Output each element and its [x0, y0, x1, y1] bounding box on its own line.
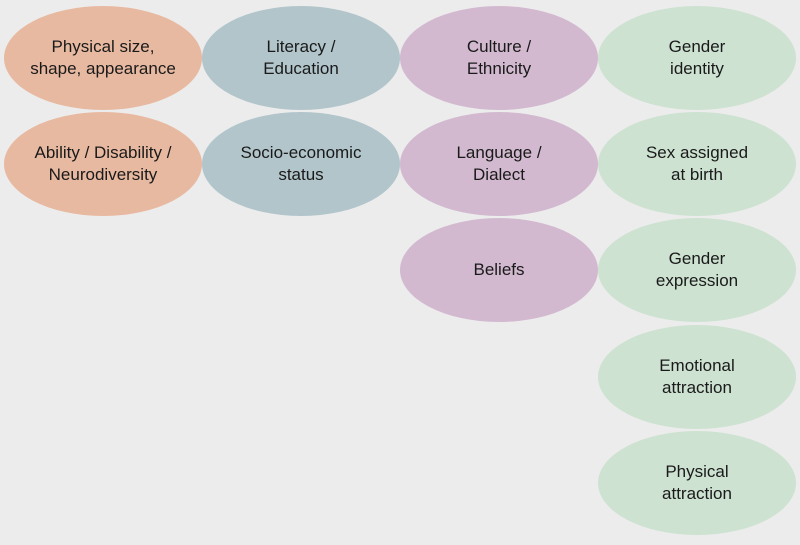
gender-identity-node: Gender identity	[598, 6, 796, 110]
ability-disability-node: Ability / Disability / Neurodiversity	[4, 112, 202, 216]
language-dialect-node: Language / Dialect	[400, 112, 598, 216]
gender-expression-node: Gender expression	[598, 218, 796, 322]
beliefs-node: Beliefs	[400, 218, 598, 322]
physical-appearance-node: Physical size, shape, appearance	[4, 6, 202, 110]
literacy-education-node: Literacy / Education	[202, 6, 400, 110]
physical-attraction-node: Physical attraction	[598, 431, 796, 535]
culture-ethnicity-node: Culture / Ethnicity	[400, 6, 598, 110]
emotional-attraction-node: Emotional attraction	[598, 325, 796, 429]
socio-economic-status-node: Socio-economic status	[202, 112, 400, 216]
sex-assigned-at-birth-node: Sex assigned at birth	[598, 112, 796, 216]
